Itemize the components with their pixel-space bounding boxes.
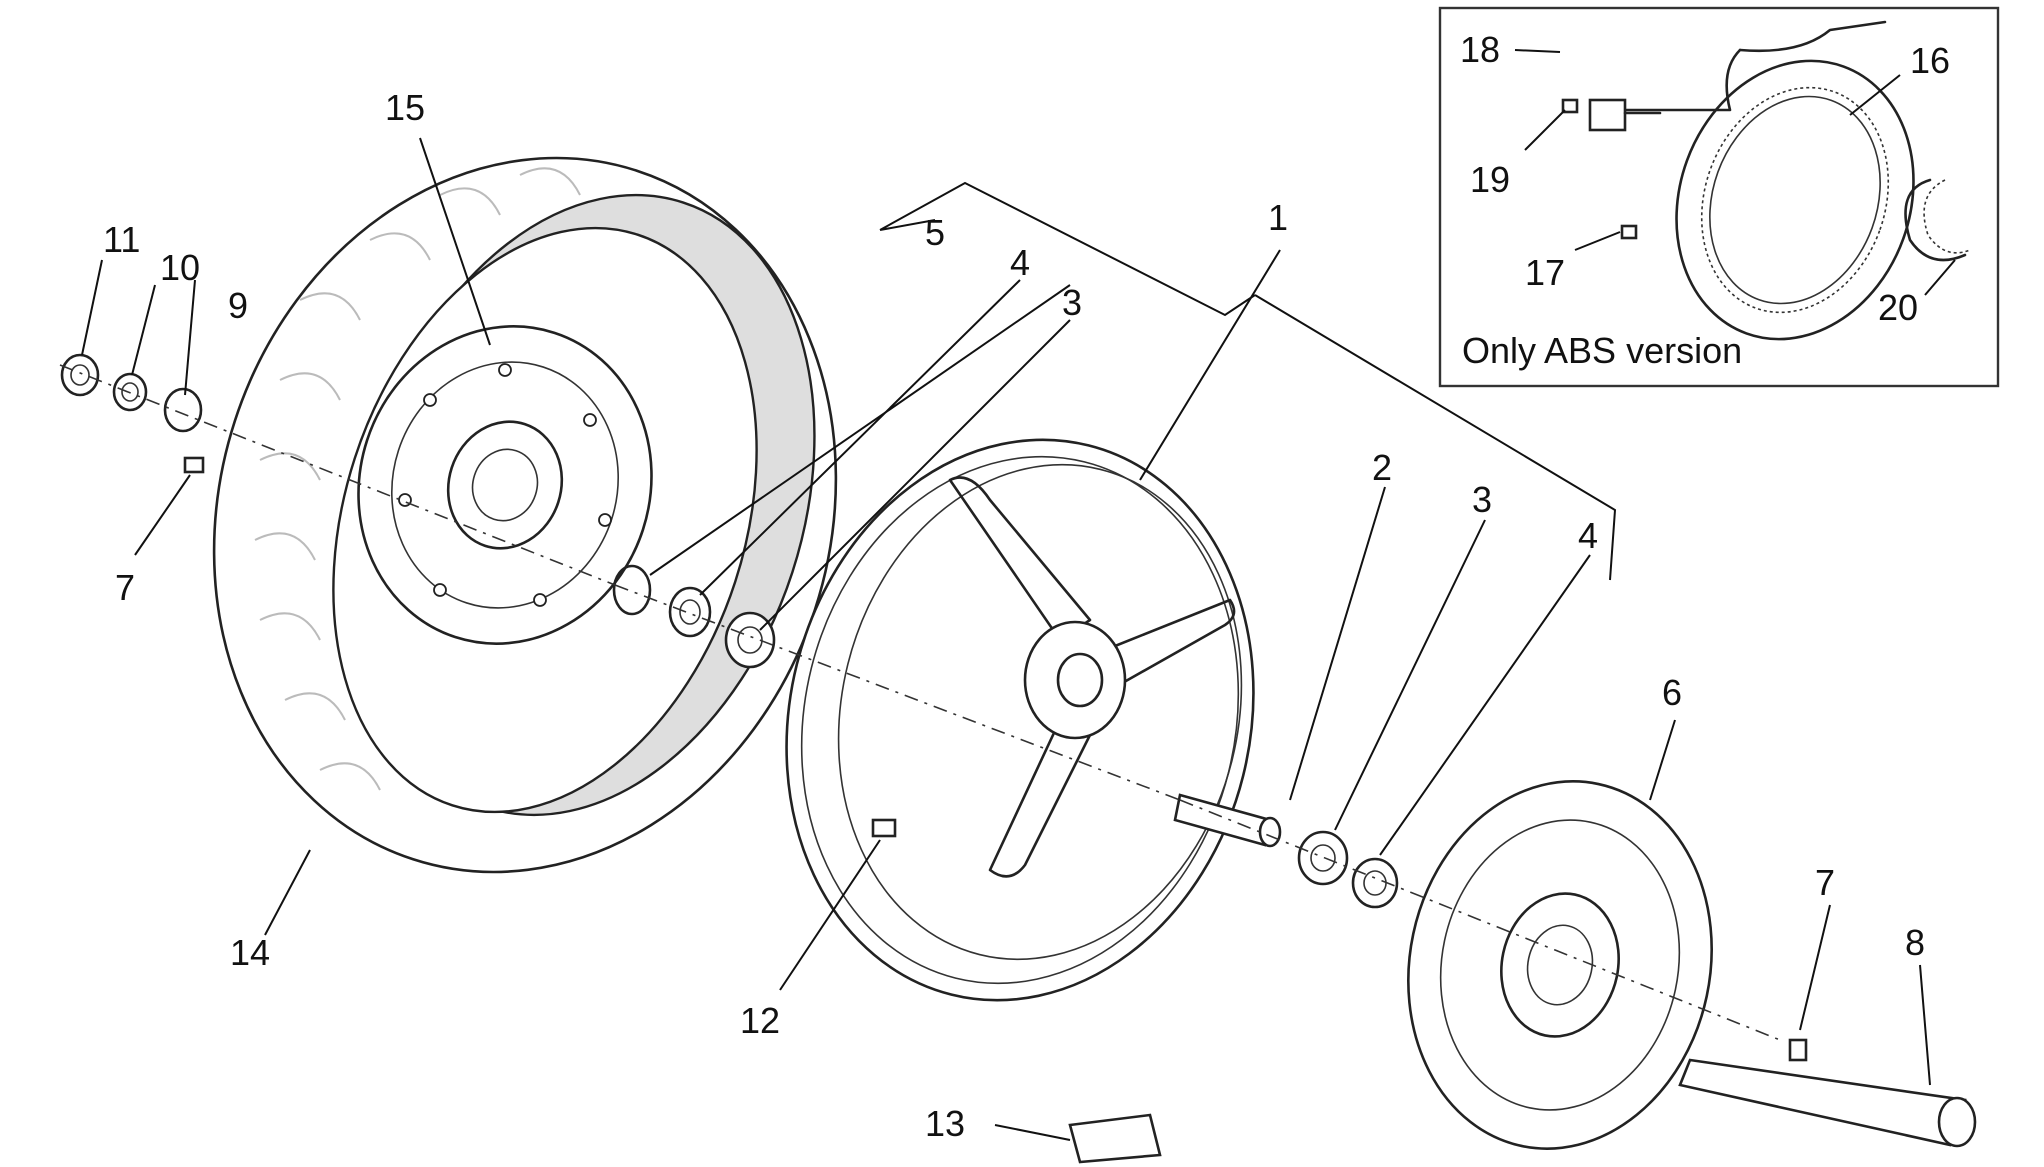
- callout-4-right: 4: [1578, 515, 1598, 556]
- callout-8: 8: [1905, 922, 1925, 963]
- balance-weight: [1068, 1113, 1162, 1164]
- assembly-bracket: [879, 181, 1617, 581]
- circlip: [612, 564, 652, 616]
- right-brake-disc: [1407, 780, 1713, 1150]
- callout-numbers: 1 2 3 3 4 4 5 6 7 7 8 9 10 11 12 13 14 1…: [103, 29, 1950, 1144]
- callout-10: 10: [160, 247, 200, 288]
- axis-line-3: [1179, 799, 1781, 1041]
- bushing: [163, 387, 203, 433]
- callout-1: 1: [1268, 197, 1288, 238]
- abs-tone-ring: [1675, 59, 1915, 341]
- callout-18: 18: [1460, 29, 1500, 70]
- wheel-axle: [1678, 1058, 1977, 1148]
- right-bearing: [1297, 830, 1349, 886]
- callout-20: 20: [1878, 287, 1918, 328]
- abs-leaders: [1514, 49, 1956, 296]
- callout-7-left: 7: [115, 567, 135, 608]
- callout-13: 13: [925, 1103, 965, 1144]
- abs-sensor: [1588, 20, 1887, 132]
- axis-line: [59, 364, 616, 586]
- disc-bolt-left: [183, 456, 205, 474]
- leader-lines: [81, 137, 1931, 1141]
- left-seal: [668, 586, 712, 638]
- callout-14: 14: [230, 932, 270, 973]
- callout-11: 11: [103, 219, 140, 260]
- tire-valve: [871, 818, 897, 838]
- callout-6: 6: [1662, 672, 1682, 713]
- callout-4-left: 4: [1010, 242, 1030, 283]
- spacer: [1173, 793, 1282, 848]
- inset-caption: Only ABS version: [1462, 330, 1742, 371]
- disc-bolt-right: [1788, 1038, 1808, 1062]
- axis-line-2: [614, 584, 1181, 801]
- abs-bolt-17: [1620, 224, 1638, 240]
- callout-12: 12: [740, 1000, 780, 1041]
- left-bearing: [724, 611, 776, 669]
- callout-19: 19: [1470, 159, 1510, 200]
- right-seal: [1351, 857, 1399, 909]
- wheel-rim: [785, 438, 1255, 1002]
- callout-9: 9: [228, 285, 248, 326]
- callout-3-left: 3: [1062, 282, 1082, 323]
- abs-inset: [1438, 6, 2000, 388]
- callout-2: 2: [1372, 447, 1392, 488]
- callout-15: 15: [385, 87, 425, 128]
- abs-clamp: [1904, 178, 1971, 262]
- callout-16: 16: [1910, 40, 1950, 81]
- callout-3-right: 3: [1472, 479, 1492, 520]
- axle-nut: [60, 353, 100, 397]
- callout-17: 17: [1525, 252, 1565, 293]
- callout-7-right: 7: [1815, 862, 1835, 903]
- callout-5: 5: [925, 212, 945, 253]
- abs-bolt-19: [1561, 98, 1579, 114]
- left-brake-disc: [357, 325, 653, 645]
